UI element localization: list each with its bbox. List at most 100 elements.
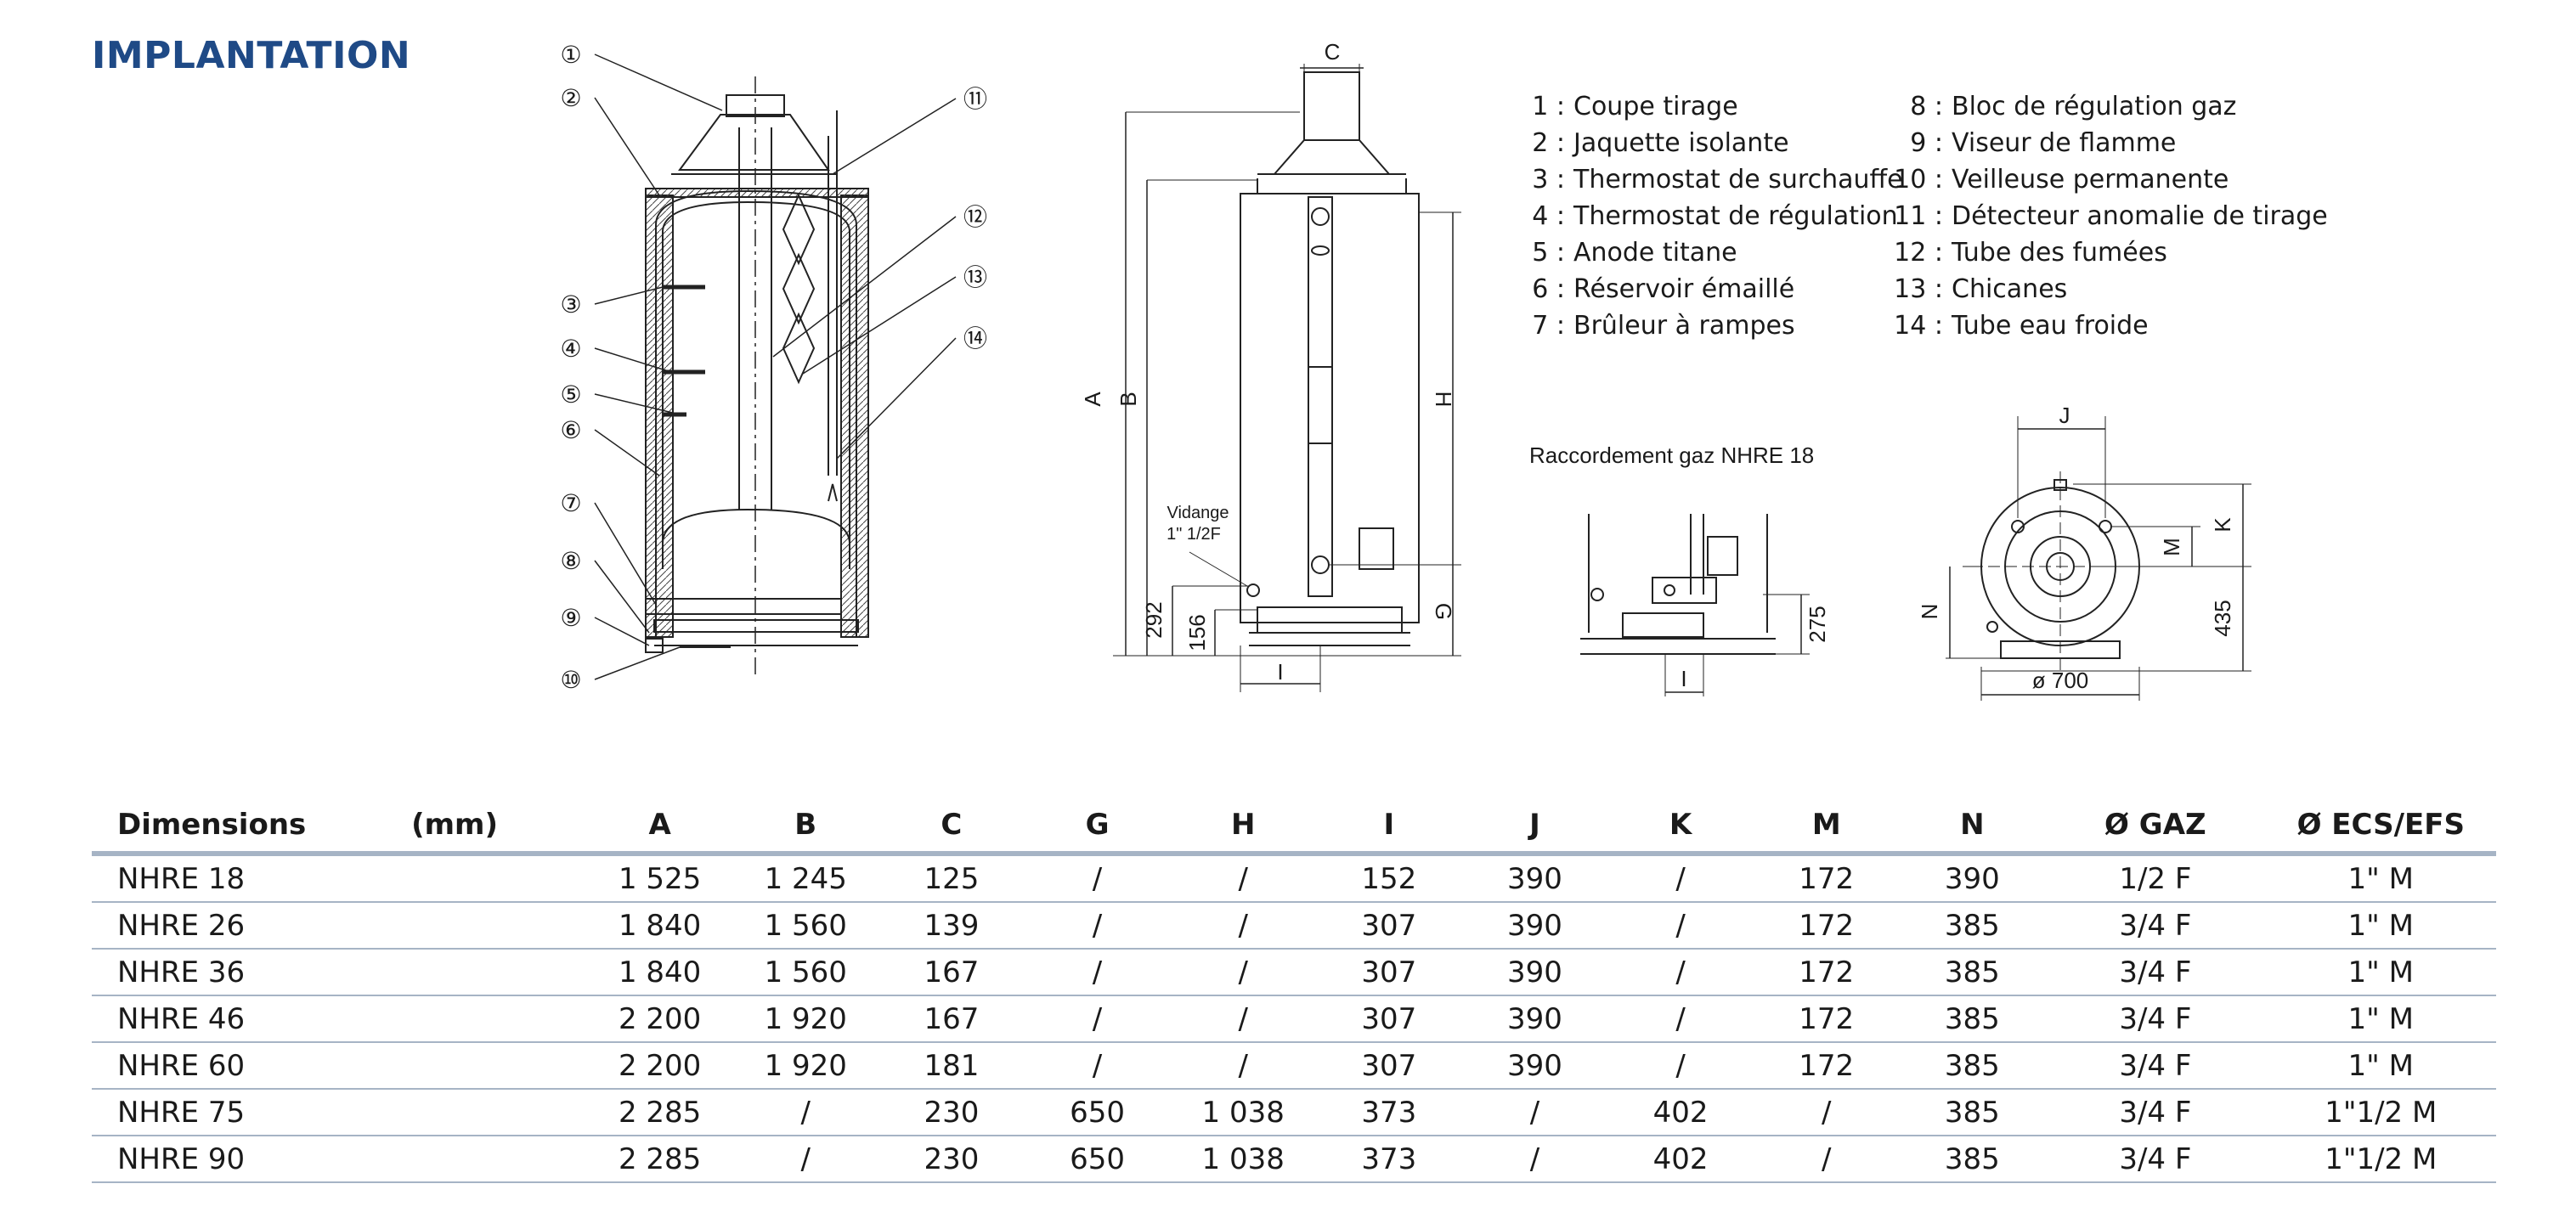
table-cell: 390	[1461, 1042, 1608, 1090]
legend-number: 9 :	[1910, 128, 1943, 158]
table-cell: /	[732, 1089, 879, 1136]
callout-4: ④	[560, 335, 581, 362]
table-cell	[411, 854, 587, 903]
table-cell: 1 525	[586, 854, 733, 903]
table-cell	[411, 949, 587, 996]
column-header: K	[1607, 798, 1754, 856]
table-cell: /	[1024, 854, 1171, 903]
table-cell: 172	[1753, 1042, 1900, 1090]
table-cell: /	[1024, 1042, 1171, 1090]
legend-text: Tube des fumées	[1952, 238, 2167, 268]
legend-number: 6 :	[1532, 274, 1565, 304]
table-cell: 390	[1461, 949, 1608, 996]
table-cell: 3/4 F	[2045, 949, 2266, 996]
callout-2: ②	[560, 85, 581, 111]
label-G: G	[1431, 603, 1456, 620]
label-M: M	[2159, 538, 2184, 556]
table-cell: /	[1607, 902, 1754, 950]
column-header: N	[1899, 798, 2046, 856]
callout-13: ⑬	[963, 264, 987, 290]
table-cell: 172	[1753, 854, 1900, 903]
table-cell: 3/4 F	[2045, 1089, 2266, 1136]
table-cell: 1 038	[1170, 1136, 1316, 1183]
label-K: K	[2210, 517, 2235, 533]
label-C: C	[1325, 39, 1341, 65]
column-header: G	[1024, 798, 1171, 856]
table-cell: 167	[878, 949, 1025, 996]
table-cell: /	[1170, 902, 1316, 950]
table-cell	[411, 1136, 587, 1183]
column-header: Dimensions	[92, 798, 412, 856]
label-N: N	[1917, 604, 1942, 620]
table-cell: /	[1607, 854, 1754, 903]
table-cell: NHRE 90	[92, 1136, 412, 1183]
table-cell: 390	[1899, 854, 2046, 903]
table-cell: /	[1170, 854, 1316, 903]
table-cell: 167	[878, 995, 1025, 1043]
column-header: Ø ECS/EFS	[2265, 798, 2496, 856]
table-cell: 373	[1316, 1136, 1462, 1183]
legend-text: Détecteur anomalie de tirage	[1952, 201, 2328, 231]
table-cell: 385	[1899, 1136, 2046, 1183]
table-cell: 307	[1316, 1042, 1462, 1090]
legend-item: 14 :Tube eau froide	[1890, 307, 2328, 344]
table-cell: 307	[1316, 949, 1462, 996]
table-cell: 385	[1899, 949, 2046, 996]
column-header: Ø GAZ	[2045, 798, 2266, 856]
table-cell: 152	[1316, 854, 1462, 903]
table-cell: 307	[1316, 995, 1462, 1043]
table-cell: 1 038	[1170, 1089, 1316, 1136]
legend-text: Thermostat de régulation	[1573, 201, 1898, 231]
legend-text: Coupe tirage	[1573, 92, 1738, 121]
column-header: C	[878, 798, 1025, 856]
label-H: H	[1431, 392, 1456, 408]
table-cell: 307	[1316, 902, 1462, 950]
table-cell: 1 560	[732, 949, 879, 996]
callout-12: ⑫	[963, 204, 987, 230]
table-cell: 650	[1024, 1136, 1171, 1183]
table-cell: 1"1/2 M	[2265, 1136, 2496, 1183]
table-cell	[411, 1089, 587, 1136]
column-header: A	[586, 798, 733, 856]
table-cell: /	[1170, 995, 1316, 1043]
table-cell: /	[1024, 949, 1171, 996]
top-view	[1946, 416, 2251, 701]
table-cell: 373	[1316, 1089, 1462, 1136]
callout-5: ⑤	[560, 381, 581, 408]
callout-9: ⑨	[560, 605, 581, 631]
table-cell: 1"1/2 M	[2265, 1089, 2496, 1136]
callout-14: ⑭	[963, 325, 987, 352]
legend-number: 13 :	[1894, 274, 1943, 304]
legend-text: Anode titane	[1573, 238, 1737, 268]
legend-item: 7 :Brûleur à rampes	[1512, 307, 1903, 344]
table-cell: 181	[878, 1042, 1025, 1090]
table-cell: 385	[1899, 1042, 2046, 1090]
label-vidange: Vidange	[1167, 504, 1229, 522]
table-cell: NHRE 75	[92, 1089, 412, 1136]
legend-text: Thermostat de surchauffe	[1573, 165, 1903, 194]
legend-text: Veilleuse permanente	[1952, 165, 2229, 194]
column-header: M	[1753, 798, 1900, 856]
legend-item: 1 :Coupe tirage	[1512, 88, 1903, 125]
legend-text: Réservoir émaillé	[1573, 274, 1795, 304]
table-cell: /	[1170, 1042, 1316, 1090]
table-cell: 139	[878, 902, 1025, 950]
legend-item: 10 :Veilleuse permanente	[1890, 161, 2328, 198]
table-cell: 2 285	[586, 1089, 733, 1136]
table-cell: 2 200	[586, 1042, 733, 1090]
table-cell: /	[1753, 1136, 1900, 1183]
legend-item: 2 :Jaquette isolante	[1512, 125, 1903, 161]
table-cell	[411, 995, 587, 1043]
table-cell: 385	[1899, 1089, 2046, 1136]
label-J: J	[2059, 403, 2070, 428]
table-cell: 2 285	[586, 1136, 733, 1183]
table-cell: NHRE 36	[92, 949, 412, 996]
table-cell: 390	[1461, 854, 1608, 903]
table-cell: 390	[1461, 902, 1608, 950]
